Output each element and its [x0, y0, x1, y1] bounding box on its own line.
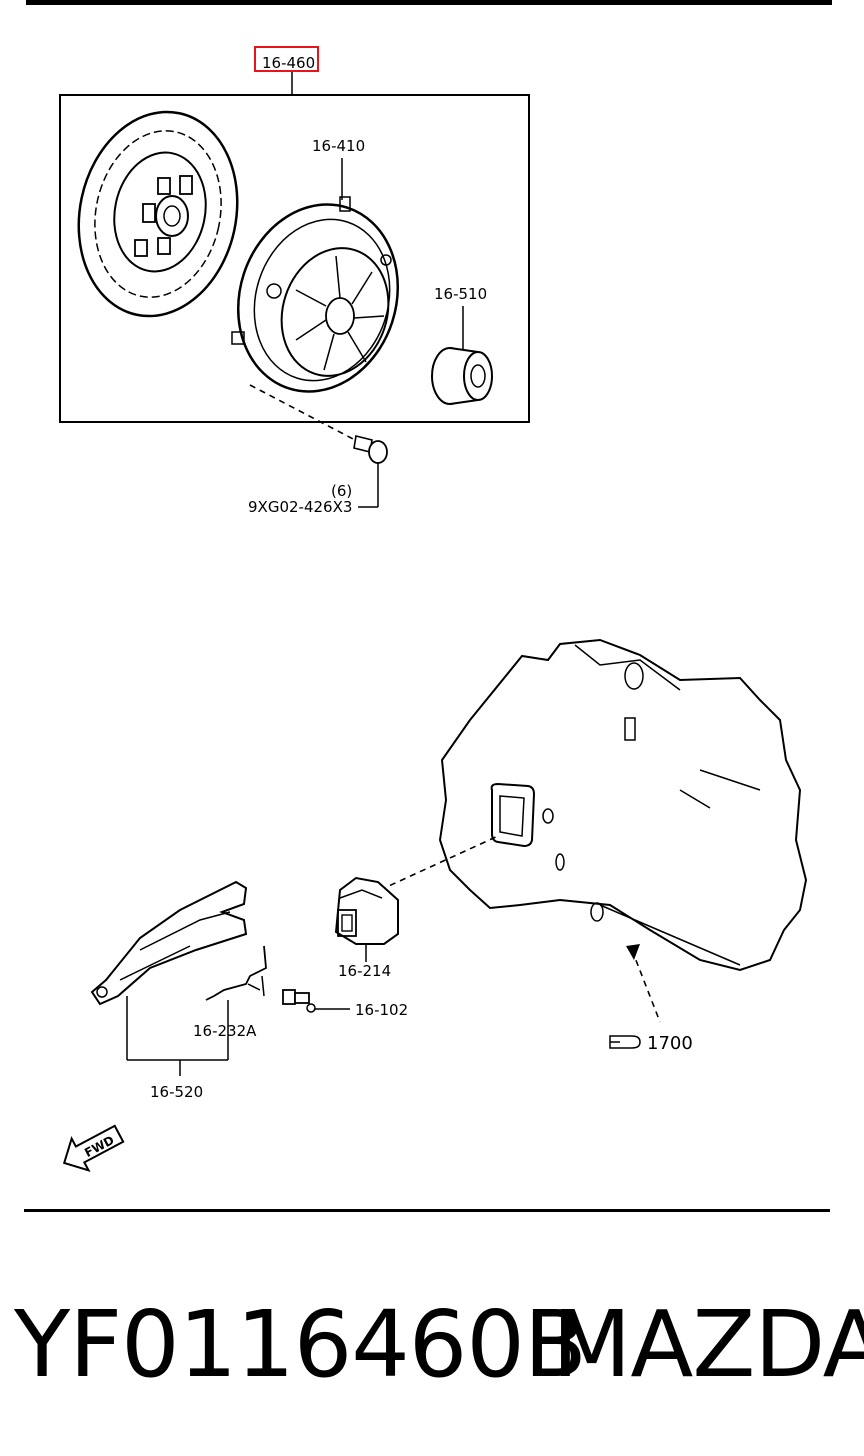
callout-16-102[interactable]: 16-102 [355, 1001, 408, 1019]
boot-icon[interactable] [334, 876, 399, 945]
callout-16-214[interactable]: 16-214 [338, 962, 391, 980]
hand-pointer-icon [609, 1035, 641, 1049]
callout-16-460[interactable]: 16-460 [262, 54, 315, 72]
bottom-rule [24, 1209, 830, 1212]
bolt-icon[interactable] [353, 435, 388, 464]
callout-16-510[interactable]: 16-510 [434, 285, 487, 303]
clutch-disc-icon[interactable] [60, 97, 255, 331]
release-bearing-icon[interactable] [431, 347, 493, 405]
clutch-cover-icon[interactable] [214, 184, 421, 413]
bolt-quantity: (6) [331, 482, 352, 500]
callout-16-410[interactable]: 16-410 [312, 137, 365, 155]
part-number: YF0116460B [14, 1291, 587, 1398]
highlight-box[interactable] [254, 46, 319, 72]
brand-name: MAZDA [552, 1291, 864, 1398]
callout-16-520[interactable]: 16-520 [150, 1083, 203, 1101]
callout-bolt-part[interactable]: 9XG02-426X3 [248, 498, 352, 516]
release-fork-icon[interactable] [90, 880, 248, 1006]
pivot-bolt-icon[interactable] [282, 989, 316, 1013]
spring-clip-icon[interactable] [205, 945, 267, 1001]
top-rule [26, 0, 832, 5]
footer: YF0116460B MAZDA [0, 1290, 864, 1400]
transmission-icon[interactable] [438, 638, 808, 972]
kit-frame [59, 94, 530, 423]
callout-16-232A[interactable]: 16-232A [193, 1022, 257, 1040]
fwd-arrow-icon: FWD [62, 1124, 125, 1173]
callout-1700[interactable]: 1700 [647, 1033, 693, 1054]
